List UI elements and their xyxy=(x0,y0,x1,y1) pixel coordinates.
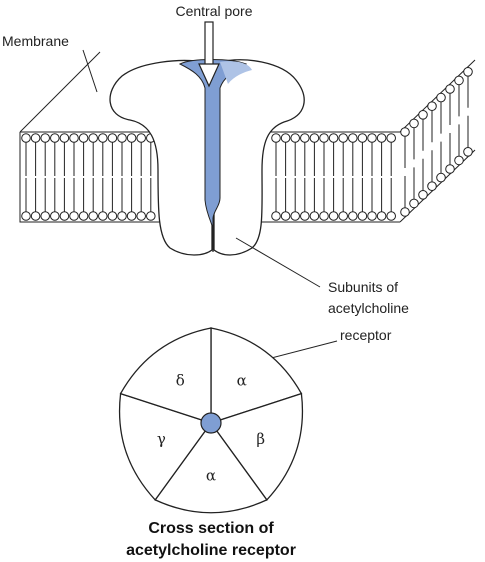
central-pore-cross-section xyxy=(200,412,222,434)
lipid-head xyxy=(21,211,31,221)
lipid-head xyxy=(357,211,368,221)
lipid-head xyxy=(117,211,127,221)
lipid-head xyxy=(271,211,281,221)
receptor-side-view xyxy=(109,21,305,256)
label-central-pore: Central pore xyxy=(175,3,252,19)
subunit-sector xyxy=(209,392,304,501)
lipid-head xyxy=(309,211,320,221)
lipid-head xyxy=(409,198,419,209)
lipid-head xyxy=(348,211,358,221)
lipid-head xyxy=(136,133,146,143)
lipid-head xyxy=(21,133,31,143)
lipid-head xyxy=(280,211,291,221)
lipid-head xyxy=(409,118,419,129)
pore-rim-highlight xyxy=(220,61,252,84)
lipid-head xyxy=(59,133,70,143)
caption-line1: Cross section of xyxy=(148,520,274,537)
subunit-label: δ xyxy=(176,372,185,390)
lipid-head xyxy=(427,181,437,191)
lipid-head xyxy=(319,211,329,221)
lipid-head xyxy=(376,211,387,221)
lipid-head xyxy=(126,211,137,221)
lipid-head xyxy=(271,133,281,143)
lipid-head xyxy=(319,133,329,143)
membrane-leader-line xyxy=(82,49,98,93)
lipid-head xyxy=(400,207,410,217)
lipid-head xyxy=(418,110,428,120)
lipid-head xyxy=(50,133,60,143)
lipid-head xyxy=(30,211,41,221)
receptor-left-half xyxy=(109,59,213,256)
lipid-head xyxy=(367,133,377,143)
lipid-head xyxy=(117,133,127,143)
lipid-head xyxy=(59,211,70,221)
lipid-head xyxy=(338,211,349,221)
subunit-sector xyxy=(118,392,213,501)
lipid-head xyxy=(280,133,291,143)
caption-line2: acetylcholine receptor xyxy=(126,542,296,559)
lipid-head xyxy=(463,147,473,157)
label-subunits-line2: acetylcholine xyxy=(328,300,409,316)
lipid-head xyxy=(418,190,428,200)
lipid-head xyxy=(367,211,377,221)
lipid-head xyxy=(98,133,108,143)
lipid-head xyxy=(338,133,349,143)
lipid-head xyxy=(427,101,437,111)
lipid-head xyxy=(69,211,79,221)
subunit-sector xyxy=(119,327,212,424)
label-membrane: Membrane xyxy=(2,33,69,49)
lipid-head xyxy=(30,133,41,143)
lipid-head xyxy=(88,211,98,221)
lipid-head xyxy=(454,155,464,166)
lipid-head xyxy=(126,133,137,143)
subunit-label: α xyxy=(237,372,247,390)
subunit-label: γ xyxy=(157,430,166,448)
lipid-head xyxy=(40,211,51,221)
lipid-head xyxy=(69,133,79,143)
lipid-head xyxy=(88,133,98,143)
label-subunits-line1: Subunits of xyxy=(328,279,398,295)
lipid-head xyxy=(454,75,464,86)
lipid-head xyxy=(107,133,118,143)
subunit-label: β xyxy=(256,430,265,448)
lipid-head xyxy=(309,133,320,143)
subunit-label: α xyxy=(206,466,216,484)
cross-section: α β α γ δ xyxy=(118,327,304,514)
lipid-head xyxy=(78,133,89,143)
pore-arrow-icon xyxy=(198,21,220,88)
lipid-head xyxy=(436,92,446,103)
lipid-head xyxy=(386,133,397,143)
lipid-head xyxy=(107,211,118,221)
lipid-head xyxy=(445,164,455,174)
subunits-leader-line xyxy=(235,237,321,288)
lipid-head xyxy=(386,211,397,221)
lipid-head xyxy=(98,211,108,221)
receptor-right-half xyxy=(213,59,305,256)
lipid-head xyxy=(290,133,301,143)
lipid-head xyxy=(445,84,455,94)
lipid-head xyxy=(400,127,410,137)
lipid-head xyxy=(136,211,146,221)
lipid-head xyxy=(348,133,358,143)
lipid-head xyxy=(357,133,368,143)
label-subunits-line3: receptor xyxy=(340,327,392,343)
lipid-head xyxy=(328,133,339,143)
lipid-head xyxy=(146,211,156,221)
lipid-head xyxy=(300,133,310,143)
lipid-bilayer-membrane xyxy=(19,51,476,223)
lipid-head xyxy=(436,172,446,183)
subunit-sector xyxy=(210,327,303,424)
lipid-head xyxy=(290,211,301,221)
central-pore-channel xyxy=(178,59,248,229)
lipid-head xyxy=(40,133,51,143)
lipid-head xyxy=(78,211,89,221)
lipid-head xyxy=(300,211,310,221)
lipid-head xyxy=(463,67,473,77)
lipid-head xyxy=(376,133,387,143)
lipid-head xyxy=(50,211,60,221)
subunit-sector xyxy=(154,421,268,514)
lipid-head xyxy=(328,211,339,221)
